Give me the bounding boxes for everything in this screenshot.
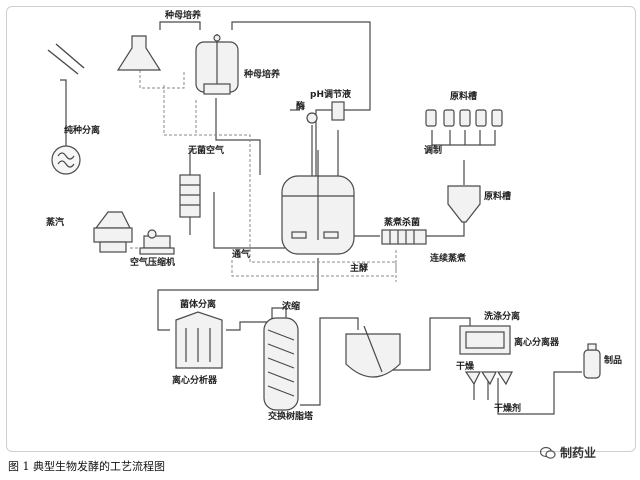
air-line bbox=[163, 85, 397, 270]
label-centrifuge-1: 离心分析器 bbox=[172, 376, 218, 386]
flow-line bbox=[157, 258, 319, 331]
seed-flask-icon bbox=[116, 35, 162, 71]
flow-line bbox=[159, 21, 201, 30]
label-seed-culture-flask: 种母培养 bbox=[165, 11, 202, 21]
label-seed-culture-tank: 种母培养 bbox=[244, 70, 281, 80]
enzyme-dropper-icon bbox=[306, 112, 318, 124]
label-pure-separation: 纯种分离 bbox=[64, 126, 101, 136]
steam-boiler-icon bbox=[93, 211, 133, 253]
centrifuge-2-icon bbox=[459, 325, 511, 355]
flow-line bbox=[497, 371, 582, 415]
label-ph-regulator: pH调节液 bbox=[310, 90, 351, 100]
flow-line bbox=[431, 130, 496, 146]
continuous-sterilizer-icon bbox=[381, 229, 427, 245]
figure-caption: 图 1 典型生物发酵的工艺流程图 bbox=[8, 460, 165, 473]
watermark-text: 制药业 bbox=[560, 446, 597, 460]
label-steam: 蒸汽 bbox=[46, 218, 65, 228]
label-concentrate: 浓缩 bbox=[282, 302, 301, 312]
label-raw-material-tank: 原料槽 bbox=[484, 192, 512, 202]
dryer-funnels-icon bbox=[464, 371, 513, 386]
air-filter-icon bbox=[179, 174, 201, 218]
flow-line bbox=[215, 98, 261, 175]
centrifuge-1-icon bbox=[175, 311, 223, 369]
label-ion-exchange: 交换树脂塔 bbox=[268, 412, 314, 422]
label-continuous-sterilize: 连续蒸煮 bbox=[430, 254, 467, 264]
label-aeration: 通气 bbox=[232, 250, 251, 260]
main-fermenter-icon bbox=[281, 150, 355, 255]
flow-line bbox=[213, 192, 285, 249]
label-mixing: 调制 bbox=[424, 146, 443, 156]
label-air-compressor: 空气压缩机 bbox=[130, 258, 176, 268]
ph-vessel-icon bbox=[331, 101, 345, 121]
raw-material-hopper-icon bbox=[447, 185, 481, 223]
flow-line bbox=[231, 21, 371, 180]
label-product: 制品 bbox=[604, 356, 623, 366]
air-line bbox=[139, 70, 185, 89]
flow-line bbox=[426, 222, 465, 237]
label-sterile-air: 无菌空气 bbox=[188, 146, 225, 156]
ion-exchange-column-icon bbox=[263, 317, 299, 411]
label-desiccant: 干燥剂 bbox=[494, 404, 522, 414]
label-cell-separation: 菌体分离 bbox=[180, 300, 217, 310]
label-centrifuge-2: 离心分离器 bbox=[514, 338, 560, 348]
inoculation-loop-icon bbox=[47, 43, 85, 75]
air-compressor-icon bbox=[139, 229, 175, 255]
watermark: 制药业 bbox=[539, 444, 597, 461]
flow-line bbox=[392, 317, 471, 371]
petri-dish-icon bbox=[51, 145, 81, 175]
seed-tank-icon bbox=[195, 34, 239, 95]
label-steam-sterilize: 蒸煮杀菌 bbox=[384, 218, 421, 228]
label-main-fermentation: 主酵 bbox=[350, 264, 369, 274]
crystallizer-icon bbox=[345, 325, 401, 378]
flow-line bbox=[60, 79, 67, 150]
flow-line bbox=[300, 317, 359, 406]
raw-material-bottles-icon bbox=[425, 109, 503, 127]
label-wash-separation: 洗涤分离 bbox=[484, 312, 521, 322]
wechat-icon bbox=[539, 446, 556, 460]
product-bottle-icon bbox=[583, 343, 601, 379]
air-line bbox=[231, 260, 396, 277]
label-raw-material-tank-top: 原料槽 bbox=[450, 92, 478, 102]
label-drying: 干燥 bbox=[456, 362, 475, 372]
label-enzyme: 酶 bbox=[296, 102, 306, 112]
